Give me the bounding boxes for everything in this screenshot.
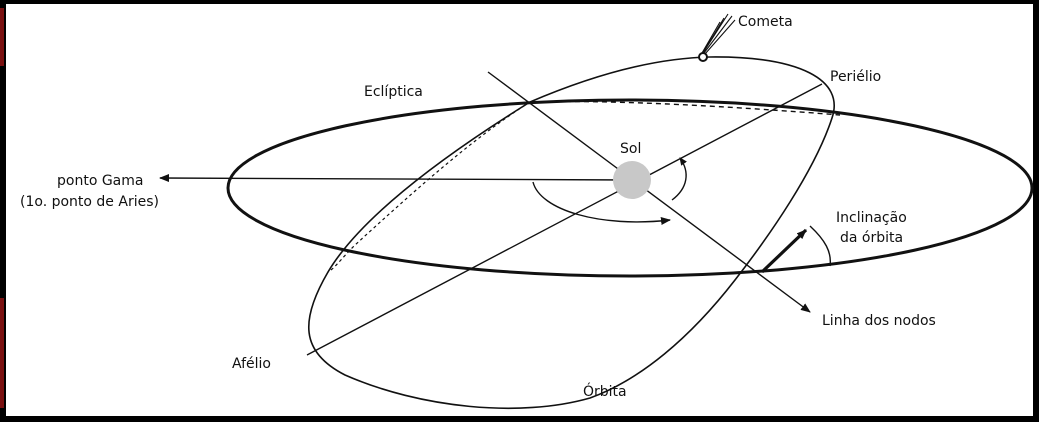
label-ponto-gama: ponto Gama bbox=[57, 173, 143, 189]
node-longitude-arc bbox=[532, 181, 671, 225]
label-primeiro-ponto-aries: (1o. ponto de Aries) bbox=[20, 194, 159, 210]
comet-tail bbox=[701, 13, 736, 55]
label-orbita: Órbita bbox=[583, 382, 627, 400]
label-da-orbita: da órbita bbox=[840, 230, 903, 246]
left-edge-mark-bottom bbox=[0, 298, 4, 408]
comet-orbit-hidden-left bbox=[327, 101, 531, 273]
label-afelio: Afélio bbox=[232, 356, 271, 372]
vernal-point-line bbox=[159, 174, 633, 183]
label-ecliptica: Eclíptica bbox=[364, 84, 423, 100]
label-sol: Sol bbox=[620, 141, 641, 157]
comet-orbit-hidden bbox=[529, 100, 841, 116]
sun bbox=[613, 161, 651, 199]
label-cometa: Cometa bbox=[738, 14, 793, 30]
apsides-line bbox=[306, 83, 823, 356]
inclination-arc bbox=[809, 225, 832, 267]
node-direction-arrow bbox=[760, 228, 808, 274]
perihelion-argument-arc bbox=[671, 157, 687, 201]
ecliptic-ellipse bbox=[226, 98, 1034, 278]
label-inclinacao: Inclinação bbox=[836, 210, 907, 226]
line-of-nodes bbox=[487, 71, 811, 313]
left-edge-mark-top bbox=[0, 8, 4, 66]
comet-nucleus bbox=[698, 52, 708, 62]
label-linha-dos-nodos: Linha dos nodos bbox=[822, 313, 936, 329]
comet-orbit-solid bbox=[308, 56, 835, 410]
label-perielio: Periélio bbox=[830, 69, 881, 85]
diagram-canvas bbox=[6, 4, 1033, 416]
